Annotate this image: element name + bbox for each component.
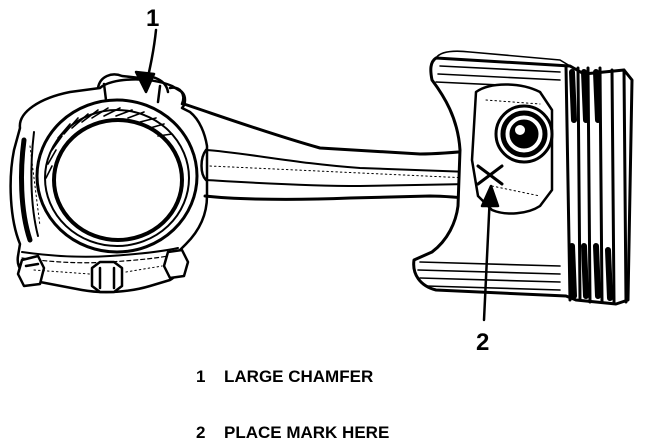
callout-number-1: 1	[146, 5, 159, 32]
legend-number: 1	[196, 367, 206, 386]
legend-item: 2 PLACE MARK HERE	[196, 424, 389, 441]
callout-arrow-2	[480, 184, 500, 322]
legend-text: PLACE MARK HERE	[224, 423, 390, 442]
piston	[412, 50, 634, 306]
legend-number: 2	[196, 423, 206, 442]
rod-beam	[182, 102, 486, 202]
callout-arrow-1	[134, 28, 158, 94]
callout-number-2: 2	[476, 329, 489, 356]
rod-big-end	[9, 73, 209, 294]
legend-text: LARGE CHAMFER	[224, 367, 374, 386]
legend-item: 1 LARGE CHAMFER	[196, 368, 373, 385]
